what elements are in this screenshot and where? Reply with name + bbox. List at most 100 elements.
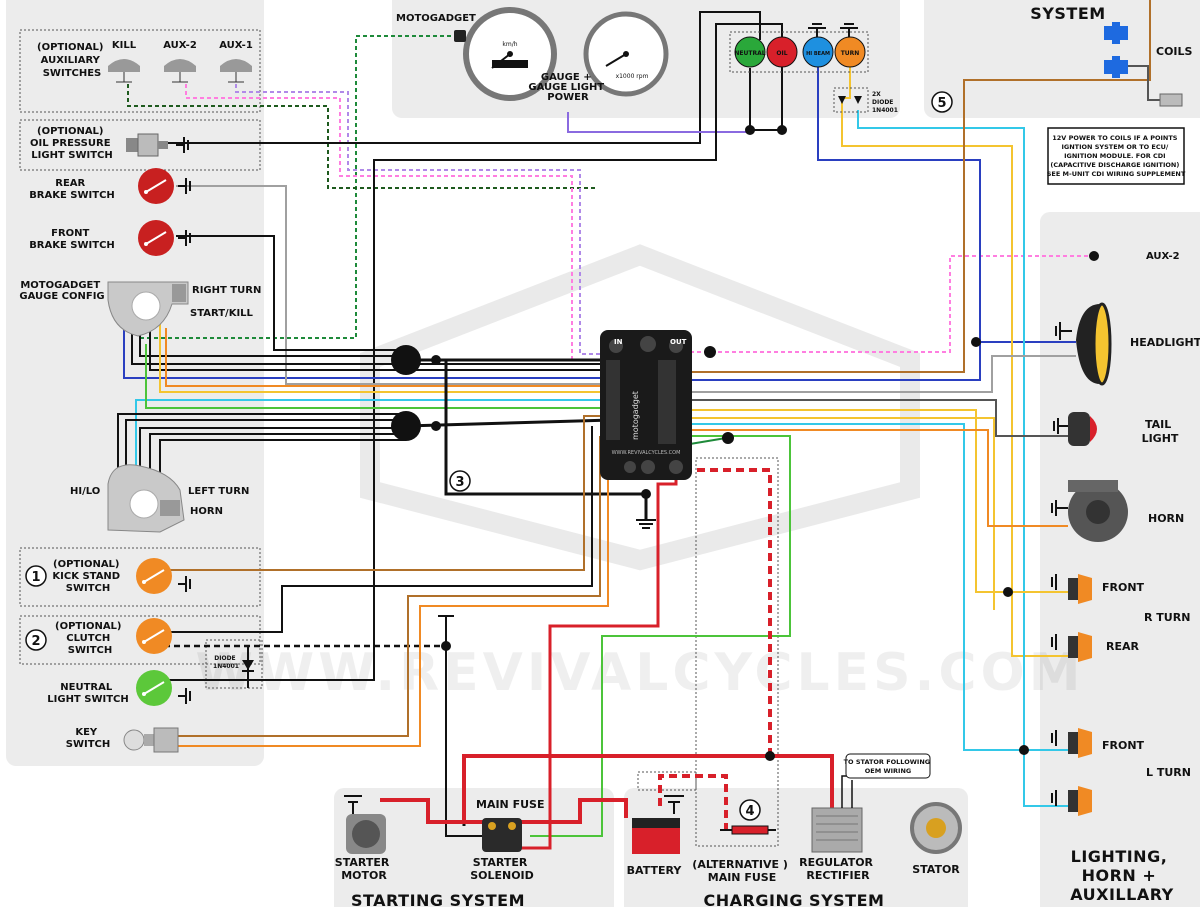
ground-icon [178, 230, 191, 246]
left-turn-label: LEFT TURN [188, 486, 249, 497]
ignition-system-title: SYSTEM [1030, 4, 1105, 23]
charging-system-panel [624, 788, 968, 907]
svg-text:5: 5 [937, 96, 946, 111]
junction-dots [391, 125, 1099, 761]
rear-left-turn-icon [1068, 786, 1092, 816]
lamp-oil: OIL [776, 50, 787, 57]
diode-pair-box [833, 87, 869, 113]
battery-label: BATTERY [627, 864, 683, 877]
regulator-rectifier-icon [811, 807, 863, 853]
right-handlebar-switch-icon [107, 281, 189, 337]
lamp-turn: TURN [841, 50, 860, 57]
alt-fuse-label: (ALTERNATIVE ) MAIN FUSE [692, 858, 791, 884]
kickstand-box [19, 547, 261, 607]
starter-solenoid-label: STARTER SOLENOID [470, 856, 534, 882]
front-right-label: FRONT [1102, 581, 1145, 594]
m-unit-url: WWW.REVIVALCYCLES.COM [612, 450, 681, 456]
battery-wires [380, 468, 834, 830]
marker-4: 4 [739, 799, 761, 821]
rear-right-label: REAR [1106, 640, 1139, 653]
aux-switch-icons [108, 59, 252, 83]
diode-small-label: DIODE 1N4001 [213, 655, 239, 670]
ground-icon [1051, 634, 1057, 650]
kill-switch-icon [108, 59, 140, 83]
ground-icon [176, 137, 189, 153]
aux2-switch-icon [164, 59, 196, 83]
aux2-left-label: AUX-2 [163, 40, 197, 51]
rear-brake-label: REAR BRAKE SWITCH [29, 178, 115, 201]
aux1-switch-icon [220, 59, 252, 83]
ground-icon [636, 510, 656, 529]
battery-dash-box [637, 771, 697, 791]
battery-icon [632, 818, 680, 854]
tail-light-icon [1068, 412, 1097, 446]
tail-light-label: TAIL LIGHT [1142, 418, 1179, 445]
right-panel [1040, 212, 1200, 907]
starting-system-title: STARTING SYSTEM [351, 891, 525, 907]
kill-label: KILL [112, 40, 137, 51]
starter-motor-label: STARTER MOTOR [335, 856, 393, 882]
turn-signal-icons [1068, 574, 1092, 816]
ground-icon [178, 178, 191, 194]
indicator-lamps: NEUTRAL OIL HI BEAM TURN [734, 36, 866, 68]
starter-solenoid-icon [482, 818, 522, 852]
r-turn-label: R TURN [1144, 611, 1190, 624]
clutch-label: (OPTIONAL) CLUTCH SWITCH [55, 621, 125, 656]
starting-system-panel [334, 788, 614, 907]
diode-small-box [205, 639, 263, 689]
key-switch-label: KEY SWITCH [66, 727, 110, 750]
ignition-note-box [1047, 127, 1185, 185]
m-unit-controller: IN OUT WWW.REVIVALCYCLES.COM motogadget [600, 330, 692, 480]
indicator-box [729, 31, 869, 73]
ground-icon [438, 615, 454, 622]
rear-brake-switch-icon [138, 168, 174, 204]
gauge-config-label: MOTOGADGET GAUGE CONFIG [19, 280, 104, 302]
coils-label: COILS [1156, 45, 1193, 58]
ground-icon [1051, 574, 1057, 590]
diode-icon [242, 660, 254, 672]
hi-lo-label: HI/LO [70, 486, 100, 497]
lamp-neutral: NEUTRAL [734, 50, 765, 57]
ground-icon [664, 795, 684, 814]
aux-switches-label: (OPTIONAL) AUXILIARY SWITCHES [37, 42, 107, 79]
watermark-text: WWW.REVIVALCYCLES.COM [196, 643, 1085, 703]
diode-pair-icon [838, 96, 862, 104]
horn-switch-label: HORN [190, 506, 223, 517]
alternative-fuse-icon [720, 825, 776, 835]
stator-note-box [845, 753, 931, 779]
front-left-label: FRONT [1102, 739, 1145, 752]
horn-label: HORN [1148, 512, 1184, 525]
ground-icon [1053, 418, 1068, 434]
front-brake-label: FRONT BRAKE SWITCH [29, 228, 115, 251]
ground-symbols [176, 23, 1072, 814]
front-left-turn-icon [1068, 728, 1092, 758]
speedometer-icon: km/h [463, 7, 557, 101]
left-panel [6, 0, 264, 766]
alt-fuse-box [695, 457, 779, 847]
aux-switch-box [19, 29, 261, 113]
charging-system-title: CHARGING SYSTEM [704, 891, 885, 907]
ground-icon [178, 688, 191, 704]
oil-pressure-label: (OPTIONAL) OIL PRESSURE LIGHT SWITCH [30, 126, 114, 161]
diode-pair-label: 2X DIODE 1N4001 [872, 91, 898, 114]
ground-icon [1051, 730, 1057, 746]
svg-text:1: 1 [31, 570, 40, 585]
ground-icon [178, 576, 191, 592]
ground-icon [344, 795, 362, 814]
marker-5: 5 [931, 91, 953, 113]
neutral-light-label: NEUTRAL LIGHT SWITCH [47, 682, 128, 705]
stator-label: STATOR [912, 863, 960, 876]
svg-text:2: 2 [31, 634, 40, 649]
front-brake-switch-icon [138, 220, 174, 256]
marker-2: 2 [25, 629, 47, 651]
main-fuse-label: MAIN FUSE [476, 798, 544, 811]
speedo-unit: km/h [502, 41, 517, 48]
ignition-coils-icon [1104, 22, 1183, 107]
wires [117, 0, 1151, 850]
aux2-right-label: AUX-2 [1146, 251, 1180, 262]
neutral-switch-icon [136, 670, 172, 706]
right-turn-label: RIGHT TURN [192, 285, 261, 296]
tachometer-icon: x1000 rpm [583, 11, 669, 97]
